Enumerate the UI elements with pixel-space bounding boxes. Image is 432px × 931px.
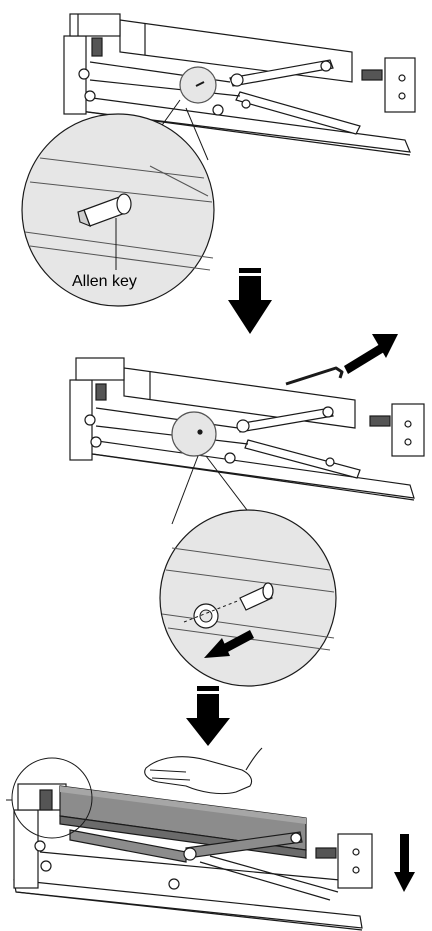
step-3-base-rail xyxy=(13,879,363,929)
step-3-mechanism xyxy=(11,757,373,931)
allen-key-icon xyxy=(77,193,132,228)
allen-key-label: Allen key xyxy=(72,273,137,290)
step-1-detail-circle: Allen key xyxy=(21,113,215,307)
allen-key-icon xyxy=(285,366,344,386)
allen-key-icon xyxy=(239,582,274,611)
step-2-housing xyxy=(123,367,356,429)
step-1-mechanism xyxy=(63,13,416,156)
step-2-detail-circle xyxy=(159,509,337,687)
step-1-right-bracket xyxy=(384,57,416,113)
down-arrow-icon xyxy=(394,834,415,892)
down-left-arrow-icon xyxy=(204,630,254,658)
step-2-mechanism xyxy=(69,357,425,501)
down-arrow-icon xyxy=(186,686,230,746)
step-1-housing xyxy=(119,19,353,83)
step-2-right-bracket xyxy=(391,403,425,457)
step-3-right-bracket xyxy=(337,833,373,889)
step-3-zoom-highlight xyxy=(11,757,93,839)
up-right-arrow-icon xyxy=(344,334,398,374)
step-2-zoom-source xyxy=(171,411,217,457)
hand-icon xyxy=(144,747,263,795)
step-1-pivot-bolt xyxy=(230,73,244,87)
down-arrow-icon xyxy=(228,268,272,334)
step-1-arm-lower xyxy=(235,91,361,135)
step-3-left-bracket xyxy=(13,809,39,889)
step-2-arm-lower xyxy=(244,439,361,479)
